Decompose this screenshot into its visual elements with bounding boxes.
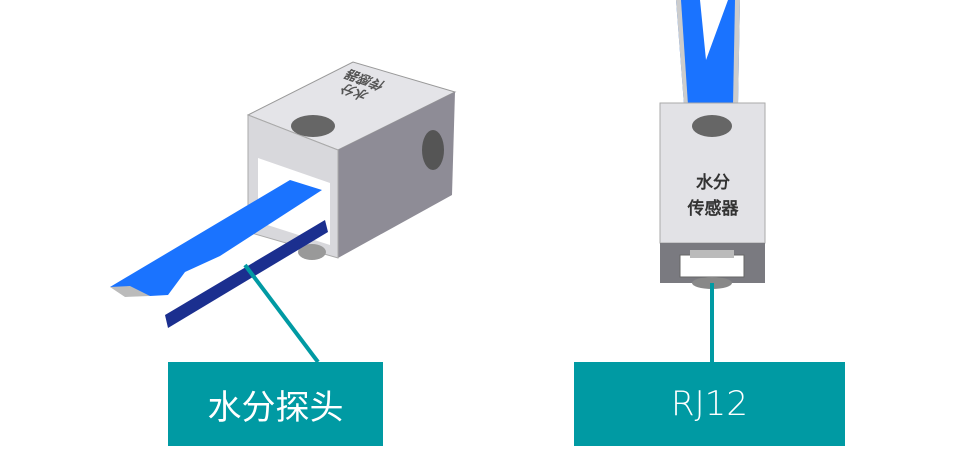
front-engraving: 水分 传感器 [668,170,758,222]
right-sensor [659,0,766,362]
connector-label: RJ12 [574,362,845,446]
left-sensor [110,61,457,364]
front-engraving-line2: 传感器 [687,199,739,219]
front-engraving-line1: 水分 [696,173,730,193]
probe-label: 水分探头 [168,362,383,446]
